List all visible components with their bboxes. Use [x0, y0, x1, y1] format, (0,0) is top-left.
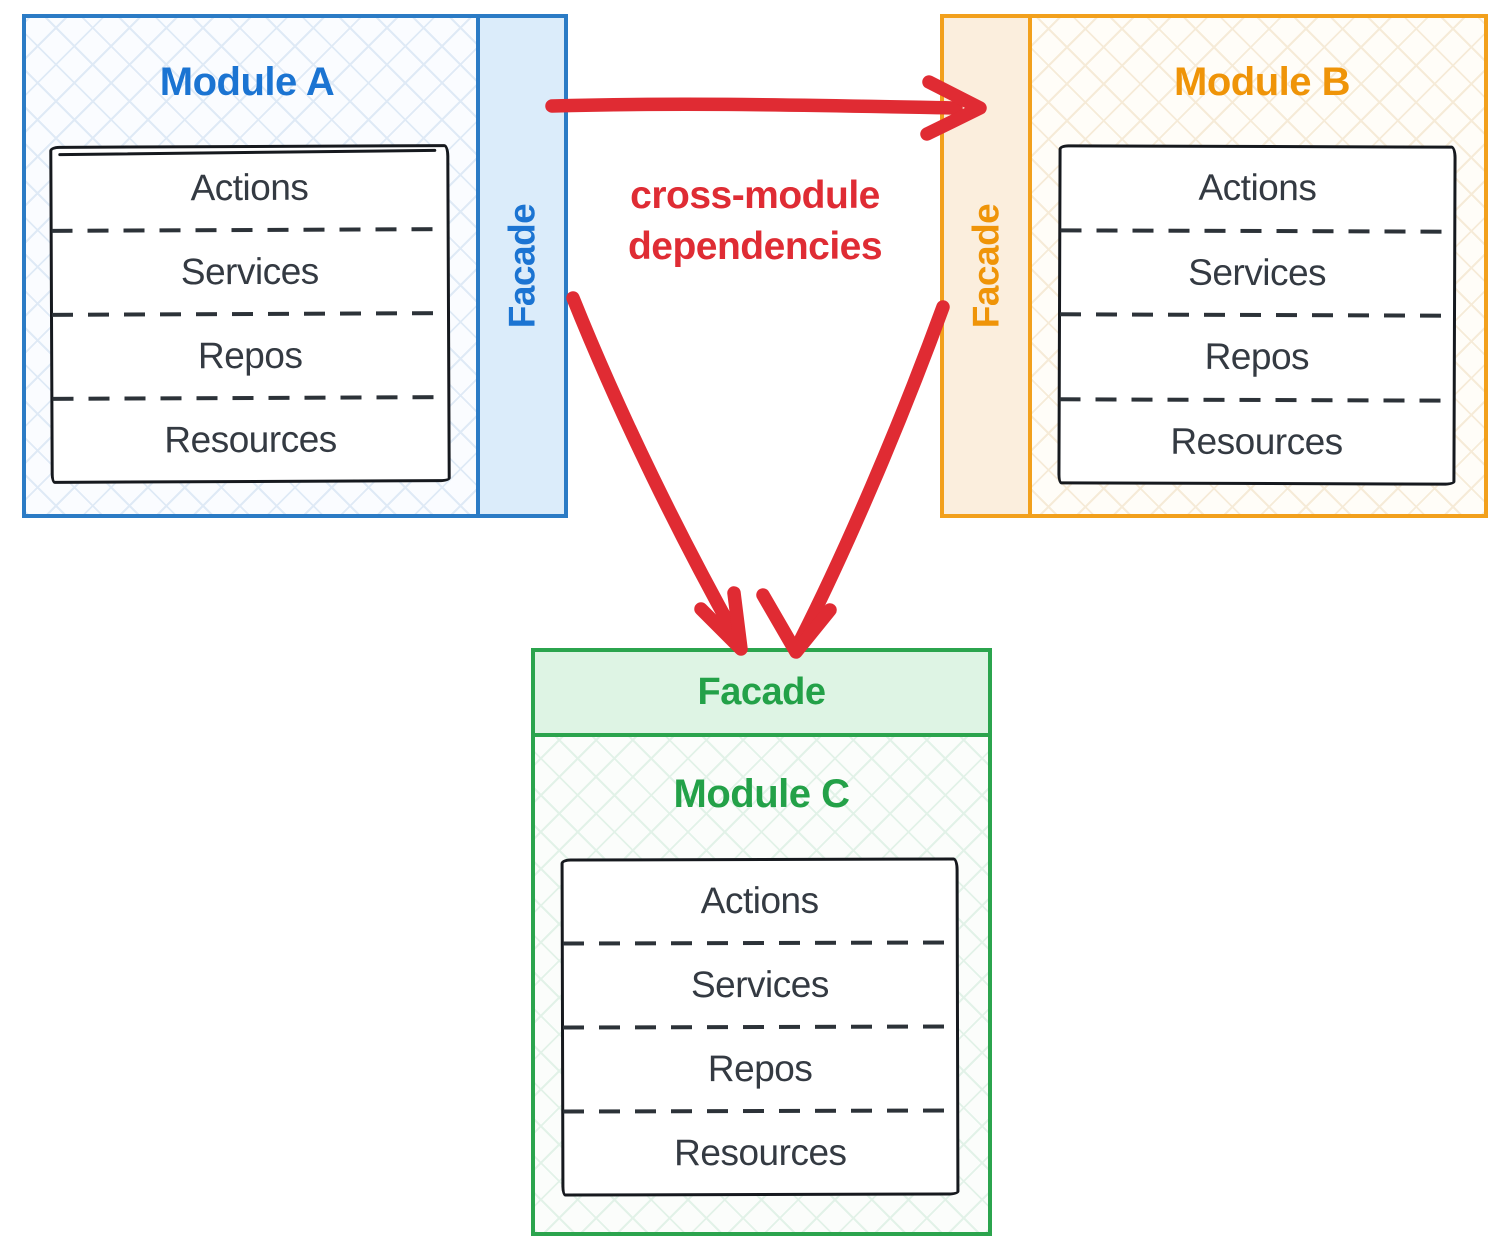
layer-resources: Resources — [674, 1131, 847, 1174]
annotation-line-2: dependencies — [627, 225, 883, 268]
module-c-title: Module C — [673, 772, 850, 816]
layer-repos: Repos — [197, 334, 303, 377]
layer-repos: Repos — [1204, 336, 1310, 378]
layer-actions: Actions — [1198, 167, 1317, 209]
module-b-layer-stack: Actions Services Repos Resources — [1057, 144, 1457, 486]
layer-services: Services — [690, 963, 829, 1006]
layer-resources: Resources — [164, 418, 337, 461]
module-b: Module B Actions Services Repos Resource… — [940, 14, 1488, 518]
module-c-facade-label: Facade — [697, 671, 826, 713]
module-a-facade-label: Facade — [501, 203, 543, 329]
module-a-facade: Facade — [476, 14, 568, 518]
module-a-layer-stack: Actions Services Repos Resources — [49, 144, 451, 484]
module-c: Facade Module C Actions Services Repos R… — [531, 648, 992, 1236]
layer-actions: Actions — [700, 879, 819, 922]
layer-services: Services — [180, 250, 319, 293]
cross-module-dependencies-label: cross-module dependencies — [565, 170, 945, 272]
arrow-a-to-c — [566, 291, 748, 656]
arrow-a-to-b — [545, 75, 987, 141]
layer-resources: Resources — [1170, 420, 1343, 463]
arrow-b-to-c — [756, 300, 950, 659]
module-b-facade-label: Facade — [965, 203, 1007, 329]
module-a: Module A Actions Services Repos Resource… — [22, 14, 568, 518]
module-c-layer-stack: Actions Services Repos Resources — [560, 857, 960, 1197]
layer-actions: Actions — [190, 166, 309, 209]
module-b-title: Module B — [1174, 60, 1350, 104]
layer-repos: Repos — [707, 1047, 813, 1090]
layer-services: Services — [1188, 251, 1327, 293]
module-c-facade: Facade — [531, 648, 992, 737]
module-a-title: Module A — [159, 60, 335, 104]
module-b-facade: Facade — [940, 14, 1032, 518]
annotation-line-1: cross-module — [630, 174, 880, 217]
